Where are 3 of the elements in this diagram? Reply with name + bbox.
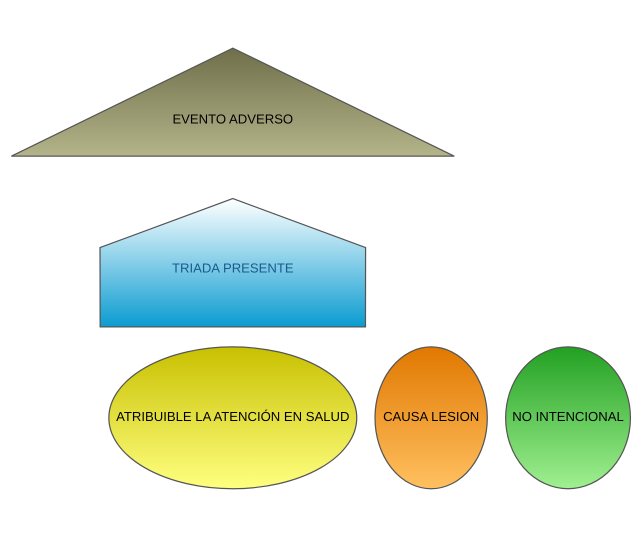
node-ellipse: CAUSA LESION (374, 346, 488, 489)
node-ellipse: NO INTENCIONAL (505, 346, 632, 489)
node-ellipse: ATRIBUIBLE LA ATENCIÓN EN SALUD (108, 346, 358, 489)
